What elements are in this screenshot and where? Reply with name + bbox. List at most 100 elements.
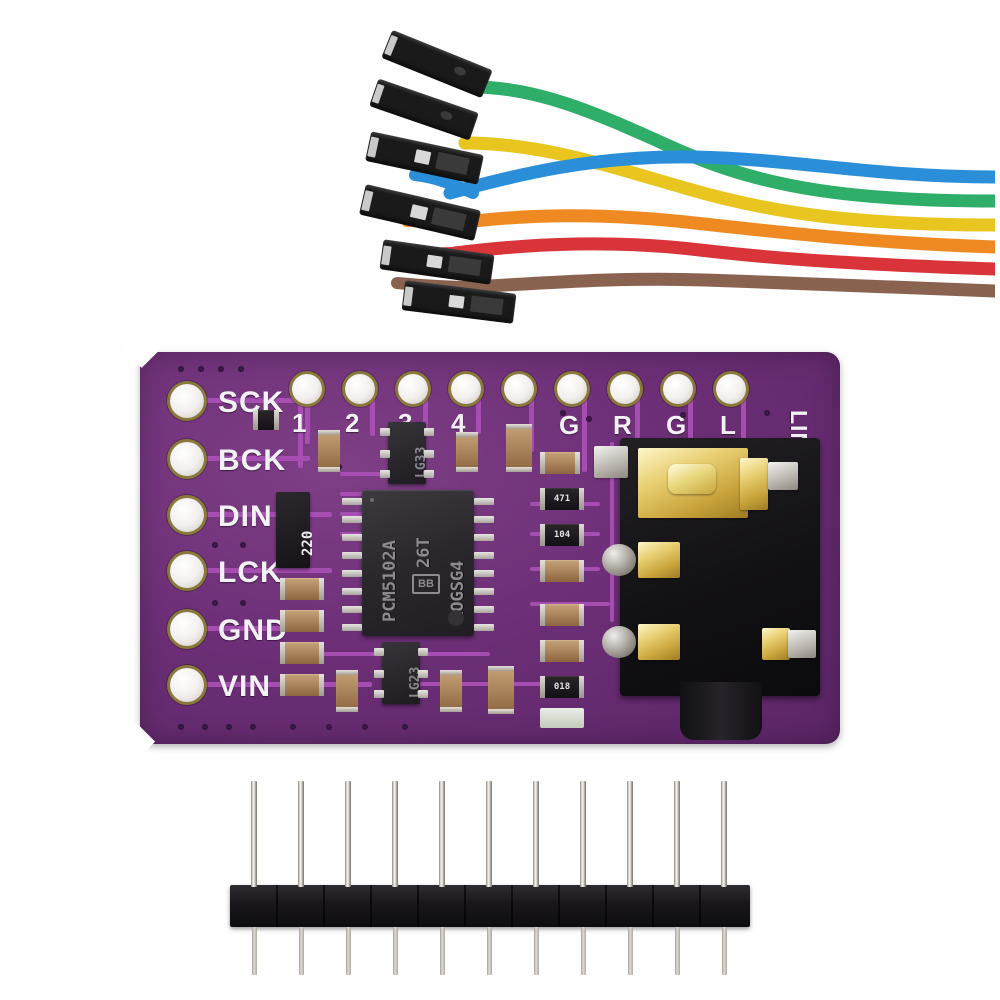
- smd-resistor-104: 104: [540, 524, 584, 546]
- header-pin: [675, 927, 680, 975]
- component-lead: [418, 690, 428, 698]
- sot23-lg23: LG23: [382, 642, 423, 704]
- pin-header-body: [230, 885, 750, 927]
- ic-lead: [474, 606, 494, 613]
- ic-lead: [474, 552, 494, 559]
- component-lead: [418, 670, 428, 678]
- header-pin: [251, 781, 257, 887]
- via: [178, 724, 184, 730]
- header-pin: [439, 781, 445, 887]
- pcb-trace: [192, 512, 332, 517]
- via: [764, 410, 770, 416]
- ic-lead: [474, 534, 494, 541]
- pcb-trace: [610, 442, 614, 622]
- via: [212, 600, 218, 606]
- ic-lead: [474, 588, 494, 595]
- smd-resistor-018: 018: [540, 676, 584, 698]
- jack-contact-gold: [668, 464, 716, 494]
- pad-top-5[interactable]: [504, 374, 534, 404]
- smd-capacitor: [506, 424, 532, 472]
- silk-label-4: 4: [451, 408, 467, 438]
- header-pin: [533, 781, 539, 887]
- pad-sck[interactable]: [170, 384, 204, 418]
- pcb-trace: [423, 392, 428, 430]
- ic-marking-line2: 26T: [414, 537, 434, 568]
- pad-top-4[interactable]: [451, 374, 481, 404]
- silk-label-l: L: [720, 410, 737, 440]
- header-pin: [298, 781, 304, 887]
- solder-joint: [602, 544, 636, 576]
- header-pin: [674, 781, 680, 887]
- pcb-trace: [688, 392, 693, 452]
- smd-resistor-471: 471: [540, 488, 584, 510]
- pad-gnd[interactable]: [170, 612, 204, 646]
- pad-din[interactable]: [170, 498, 204, 532]
- ic-logo-bb: BB: [412, 574, 440, 594]
- header-pin: [299, 927, 304, 975]
- ic-marking-line1: PCM5102A: [380, 540, 400, 622]
- header-pin: [627, 781, 633, 887]
- jack-pad-silver: [768, 462, 798, 490]
- pad-top-1[interactable]: [292, 374, 322, 404]
- header-pin: [581, 927, 586, 975]
- jumper-wire-bundle: [355, 25, 995, 335]
- jack-pin-gold: [638, 624, 680, 660]
- via: [560, 410, 566, 416]
- component-lead: [418, 648, 428, 656]
- via: [586, 416, 592, 422]
- via: [198, 366, 204, 372]
- header-pin: [393, 927, 398, 975]
- resistor-marking: 471: [553, 494, 571, 504]
- jack-pad-silver: [788, 630, 816, 658]
- smd-capacitor: [440, 670, 462, 712]
- pcb-trace: [529, 392, 534, 452]
- silk-label-din: DIN: [218, 500, 273, 533]
- pad-top-l[interactable]: [716, 374, 746, 404]
- ic-lead: [474, 570, 494, 577]
- header-pin: [345, 781, 351, 887]
- jack-pin-gold: [762, 628, 790, 660]
- component-lead: [424, 428, 434, 436]
- pad-top-g1[interactable]: [557, 374, 587, 404]
- jack-pin-gold: [638, 542, 680, 578]
- pad-vin[interactable]: [170, 668, 204, 702]
- via: [240, 542, 246, 548]
- pad-top-2[interactable]: [345, 374, 375, 404]
- via: [402, 724, 408, 730]
- smd-capacitor: [280, 610, 324, 632]
- via: [202, 724, 208, 730]
- ic-lead: [342, 624, 362, 631]
- header-pin: [487, 927, 492, 975]
- pad-top-r[interactable]: [610, 374, 640, 404]
- smd-capacitor: [336, 670, 358, 712]
- component-lead: [374, 670, 384, 678]
- pcb-trace: [390, 682, 580, 686]
- resistor-network-220: 220: [276, 492, 316, 568]
- main-ic-pcm5102a: PCM5102A 26T AOGSG4 BB: [362, 490, 474, 636]
- component-lead: [380, 450, 390, 458]
- via: [240, 600, 246, 606]
- pad-top-g2[interactable]: [663, 374, 693, 404]
- pcb-trace: [476, 392, 481, 434]
- pcb-trace: [340, 472, 400, 476]
- silk-label-r: R: [613, 410, 633, 440]
- pad-bck[interactable]: [170, 442, 204, 476]
- smd-capacitor: [540, 640, 584, 662]
- via: [326, 724, 332, 730]
- header-pin: [628, 927, 633, 975]
- smd-capacitor: [488, 666, 514, 714]
- header-pin: [580, 781, 586, 887]
- silk-label-bck: BCK: [218, 444, 286, 477]
- sot23-lg33: LG33: [388, 422, 429, 484]
- pcb-trace: [370, 392, 375, 436]
- component-lead: [374, 648, 384, 656]
- smd-capacitor: [456, 432, 478, 472]
- component-lead: [424, 470, 434, 478]
- pad-top-3[interactable]: [398, 374, 428, 404]
- pad-lck[interactable]: [170, 554, 204, 588]
- header-pin: [486, 781, 492, 887]
- smd-capacitor: [318, 430, 340, 472]
- pcb-trace: [305, 392, 310, 444]
- smd-capacitor: [280, 642, 324, 664]
- silk-label-g1: G: [559, 410, 581, 440]
